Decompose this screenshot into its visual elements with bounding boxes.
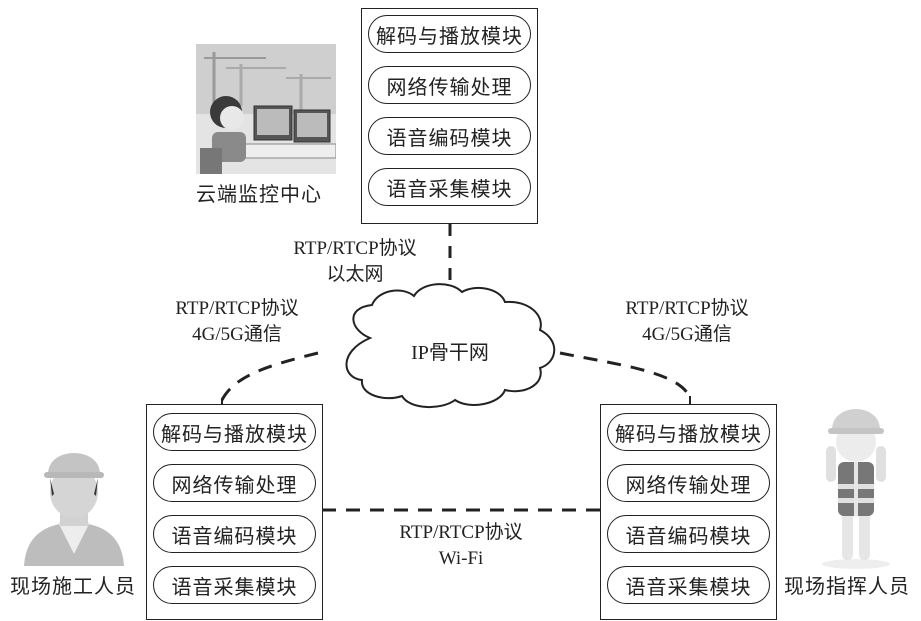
- ip-backbone-cloud: [345, 283, 556, 409]
- commander-illustration: [816, 400, 896, 570]
- cloud-link-medium: 以太网: [326, 264, 384, 285]
- commander-link-medium: 4G/5G通信: [642, 324, 732, 345]
- network-transmission-module: 网络传输处理: [368, 66, 531, 104]
- worker-link-medium: 4G/5G通信: [192, 324, 282, 345]
- construction-worker-icon: [24, 453, 124, 566]
- monitoring-center-illustration: [196, 44, 337, 174]
- commander-link-label: RTP/RTCP协议 4G/5G通信: [602, 296, 772, 348]
- wifi-link-medium: Wi-Fi: [438, 548, 484, 569]
- worker-caption: 现场施工人员: [10, 576, 136, 598]
- network-transmission-module: 网络传输处理: [607, 464, 770, 502]
- link-commander-to-backbone: [559, 351, 692, 399]
- cloud-link-label: RTP/RTCP协议 以太网: [270, 236, 440, 288]
- commander-module-panel: 解码与播放模块 网络传输处理 语音编码模块 语音采集模块: [600, 404, 777, 620]
- voice-capture-module: 语音采集模块: [153, 566, 316, 604]
- wifi-link-protocol: RTP/RTCP协议: [399, 522, 523, 543]
- voice-capture-module: 语音采集模块: [607, 566, 770, 604]
- decode-playback-module: 解码与播放模块: [368, 15, 531, 53]
- worker-link-protocol: RTP/RTCP协议: [175, 298, 299, 319]
- operator-at-monitors-icon: [196, 44, 337, 174]
- link-worker-to-backbone: [220, 351, 319, 401]
- voice-encoding-module: 语音编码模块: [607, 515, 770, 553]
- worker-illustration: [14, 436, 134, 566]
- site-commander-icon: [822, 409, 890, 569]
- worker-link-label: RTP/RTCP协议 4G/5G通信: [152, 296, 322, 348]
- cloud-center-caption: 云端监控中心: [196, 184, 322, 206]
- ip-backbone-label: IP骨干网: [411, 342, 489, 364]
- commander-caption: 现场指挥人员: [784, 576, 910, 598]
- voice-encoding-module: 语音编码模块: [153, 515, 316, 553]
- voice-encoding-module: 语音编码模块: [368, 117, 531, 155]
- decode-playback-module: 解码与播放模块: [607, 413, 770, 451]
- commander-link-protocol: RTP/RTCP协议: [625, 298, 749, 319]
- voice-capture-module: 语音采集模块: [368, 168, 531, 206]
- cloud-link-protocol: RTP/RTCP协议: [293, 238, 417, 259]
- cloud-center-module-panel: 解码与播放模块 网络传输处理 语音编码模块 语音采集模块: [361, 8, 538, 224]
- wifi-link-label: RTP/RTCP协议 Wi-Fi: [376, 520, 546, 572]
- worker-module-panel: 解码与播放模块 网络传输处理 语音编码模块 语音采集模块: [146, 404, 323, 620]
- network-transmission-module: 网络传输处理: [153, 464, 316, 502]
- decode-playback-module: 解码与播放模块: [153, 413, 316, 451]
